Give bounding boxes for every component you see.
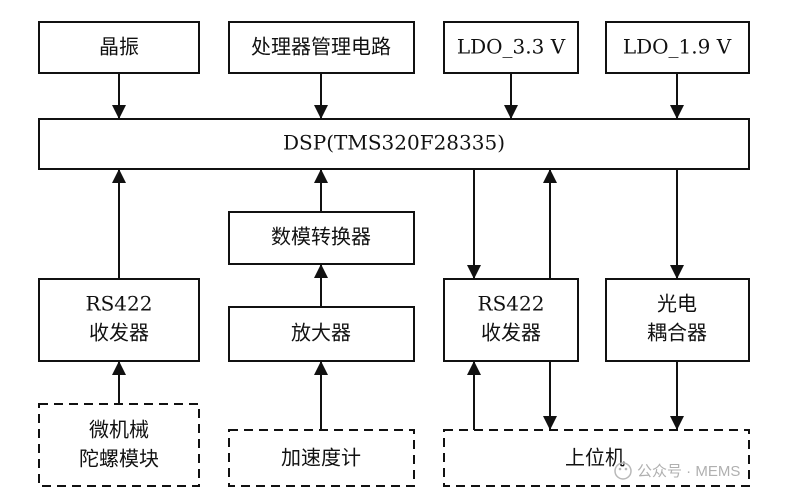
svg-text:处理器管理电路: 处理器管理电路 bbox=[251, 35, 391, 59]
svg-text:LDO_3.3 V: LDO_3.3 V bbox=[457, 35, 566, 59]
svg-text:陀螺模块: 陀螺模块 bbox=[79, 447, 159, 471]
ldo-3v3-block: LDO_3.3 V bbox=[443, 21, 579, 74]
wechat-icon bbox=[614, 462, 632, 480]
svg-text:光电: 光电 bbox=[657, 292, 697, 316]
dsp-block: DSP(TMS320F28335) bbox=[38, 118, 750, 170]
svg-text:放大器: 放大器 bbox=[291, 321, 351, 345]
host-computer-block: 上位机 bbox=[443, 429, 750, 487]
ldo-1v9-block: LDO_1.9 V bbox=[605, 21, 750, 74]
svg-text:RS422: RS422 bbox=[478, 292, 545, 316]
svg-text:上位机: 上位机 bbox=[565, 446, 625, 470]
amplifier-block: 放大器 bbox=[228, 306, 415, 362]
watermark: 公众号 · MEMS bbox=[614, 462, 740, 480]
gyro-module-block: 微机械 陀螺模块 bbox=[38, 403, 200, 487]
svg-text:收发器: 收发器 bbox=[481, 321, 541, 345]
adc-block: 数模转换器 bbox=[228, 211, 415, 265]
svg-text:RS422: RS422 bbox=[86, 292, 153, 316]
optocoupler-block: 光电 耦合器 bbox=[605, 278, 750, 362]
crystal-block: 晶振 bbox=[38, 21, 200, 74]
power-management-block: 处理器管理电路 bbox=[228, 21, 415, 74]
svg-text:公众号 · MEMS: 公众号 · MEMS bbox=[637, 463, 740, 480]
accelerometer-block: 加速度计 bbox=[228, 429, 415, 487]
svg-text:微机械: 微机械 bbox=[89, 418, 149, 442]
svg-text:LDO_1.9 V: LDO_1.9 V bbox=[623, 35, 732, 59]
rs422-left-block: RS422 收发器 bbox=[38, 278, 200, 362]
svg-text:晶振: 晶振 bbox=[99, 35, 139, 59]
svg-text:数模转换器: 数模转换器 bbox=[271, 225, 371, 249]
rs422-right-block: RS422 收发器 bbox=[443, 278, 579, 362]
svg-text:DSP(TMS320F28335): DSP(TMS320F28335) bbox=[283, 131, 505, 155]
svg-text:加速度计: 加速度计 bbox=[281, 446, 361, 470]
svg-text:耦合器: 耦合器 bbox=[647, 321, 707, 345]
svg-text:收发器: 收发器 bbox=[89, 321, 149, 345]
